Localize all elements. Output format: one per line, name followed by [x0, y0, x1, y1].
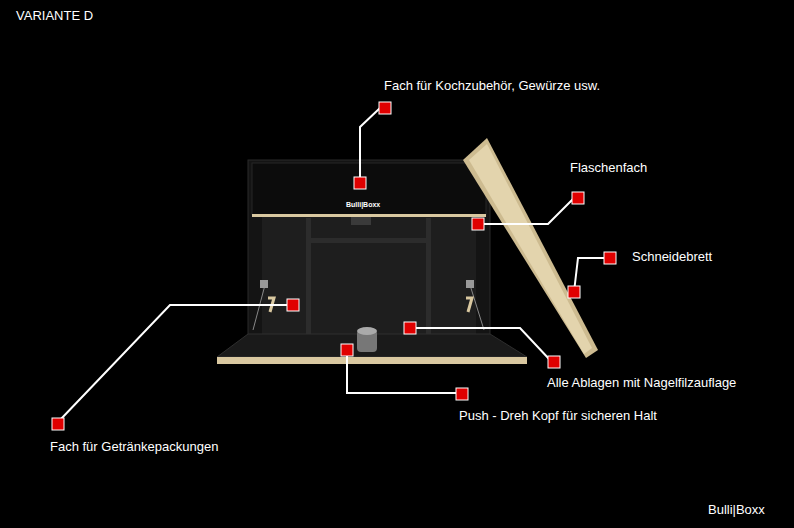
marker — [354, 177, 366, 189]
divider — [306, 218, 311, 336]
strap — [253, 285, 265, 330]
marker — [456, 388, 468, 400]
leader-line — [347, 350, 458, 393]
hook — [466, 298, 472, 312]
marker — [572, 192, 584, 204]
marker — [287, 299, 299, 311]
logo-text: Bulli|Boxx — [346, 200, 380, 210]
drawer-edge — [252, 214, 486, 217]
hinge — [466, 280, 474, 288]
cabinet-body — [248, 160, 490, 338]
marker — [472, 218, 484, 230]
callout-label: Push - Dreh Kopf für sicheren Halt — [459, 408, 657, 424]
marker — [341, 344, 353, 356]
leader-line — [410, 328, 550, 360]
callout-label: Fach für Getränkepackungen — [50, 439, 218, 455]
leader-line — [478, 198, 574, 224]
callout-label: Fach für Kochzubehör, Gewürze usw. — [384, 78, 600, 94]
leader-line — [60, 305, 293, 420]
title: VARIANTE D — [16, 8, 93, 24]
marker — [548, 356, 560, 368]
marker — [568, 286, 580, 298]
shelf-bar — [306, 238, 431, 243]
divider — [426, 218, 431, 336]
latch — [351, 217, 371, 225]
drawer-front — [252, 163, 486, 215]
marker — [379, 102, 391, 114]
callout-label: Schneidebrett — [632, 249, 712, 265]
marker — [404, 322, 416, 334]
hinge — [260, 280, 268, 288]
cutting-board-face — [469, 144, 592, 354]
strap — [470, 285, 484, 330]
cabinet-interior — [262, 216, 476, 336]
marker — [52, 418, 64, 430]
flap-edge — [217, 357, 527, 364]
leader-lines — [60, 108, 606, 420]
callout-label: Alle Ablagen mit Nagelfilzauflage — [547, 375, 736, 391]
watermark: Bulli|Boxx — [708, 502, 765, 518]
marker — [604, 252, 616, 264]
callout-label: Flaschenfach — [570, 160, 647, 176]
knob-top — [357, 327, 377, 335]
leader-line — [360, 108, 380, 183]
markers — [52, 102, 616, 430]
